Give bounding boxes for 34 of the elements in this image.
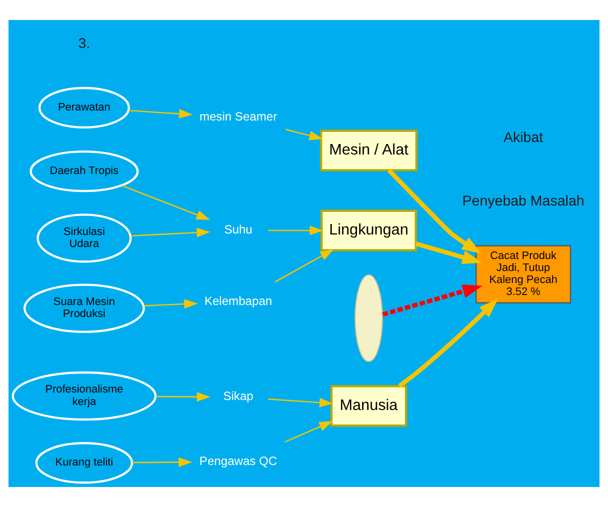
node-ellipse: Perawatan	[38, 86, 130, 128]
arrow	[268, 225, 324, 235]
arrow	[415, 241, 482, 264]
node-crescent	[354, 274, 383, 362]
arrow	[387, 168, 482, 254]
node-text: Suhu	[224, 222, 252, 236]
arrow	[286, 128, 323, 140]
arrow	[274, 248, 334, 282]
node-ellipse: Kurang teliti	[35, 442, 134, 484]
label: Penyebab Masalah	[462, 193, 584, 210]
label: Akibat	[504, 130, 544, 146]
node-ellipse: Suara Mesin Produksi	[23, 283, 145, 332]
arrow	[156, 392, 210, 402]
arrow	[268, 397, 334, 407]
node-text: mesin Seamer	[199, 109, 278, 124]
arrow	[398, 298, 498, 388]
arrow	[284, 420, 333, 442]
node-box: Mesin / Alat	[320, 129, 418, 171]
node-box: Manusia	[330, 384, 408, 426]
arrow	[128, 108, 193, 118]
node-text: Sikap	[223, 388, 254, 403]
arrow	[382, 284, 482, 316]
arrow	[130, 227, 210, 237]
label: 3.	[78, 35, 90, 52]
arrow	[121, 184, 210, 220]
node-box: Cacat Produk Jadi, Tutup Kaleng Pecah 3.52 %	[476, 244, 571, 303]
node-ellipse: Profesionalisme kerja	[12, 370, 157, 420]
arrow	[144, 298, 198, 308]
node-text: Pengawas QC	[199, 453, 278, 468]
arrow	[132, 456, 192, 466]
node-text: Kelembapan	[204, 293, 272, 308]
node-box: Lingkungan	[320, 209, 417, 251]
node-ellipse: Sirkulasi Udara	[36, 213, 132, 262]
node-ellipse: Daerah Tropis	[30, 150, 139, 192]
